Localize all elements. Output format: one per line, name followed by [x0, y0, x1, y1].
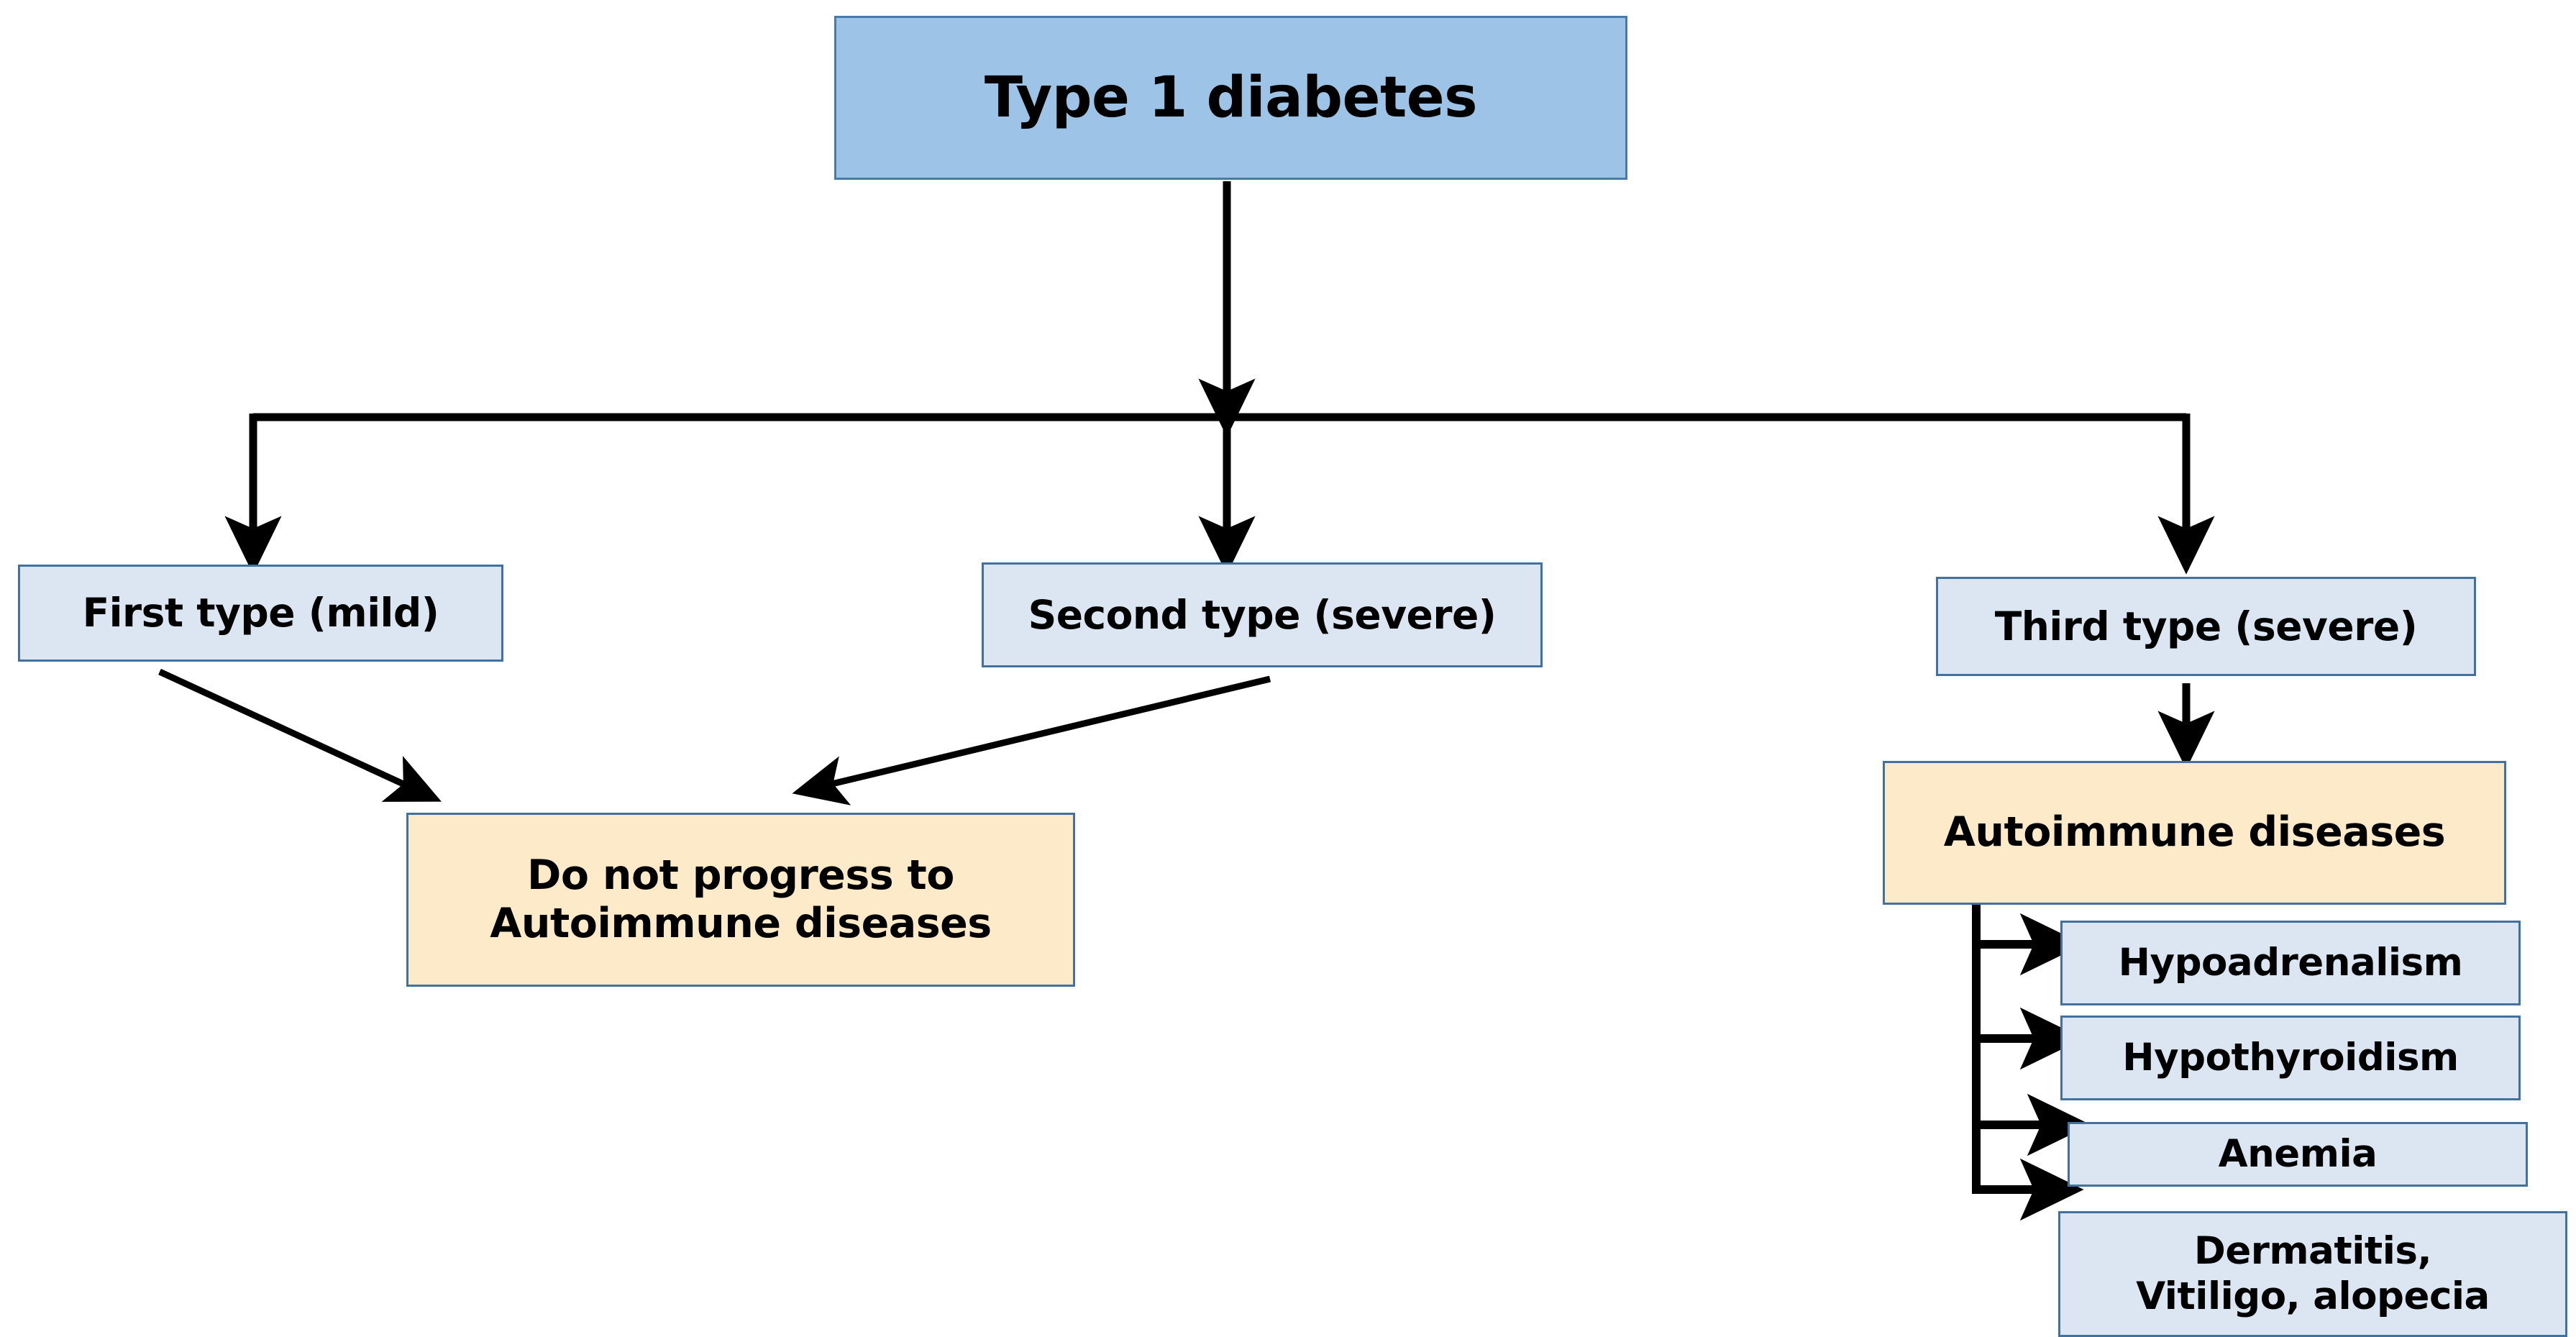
node-dermatitis-vitiligo-alopecia[interactable]: Dermatitis, Vitiligo, alopecia [2058, 1211, 2567, 1337]
node-third-type[interactable]: Third type (severe) [1936, 577, 2476, 676]
node-do-not-progress[interactable]: Do not progress to Autoimmune diseases [406, 813, 1075, 987]
edge-first-type-to-no-progress [158, 668, 442, 802]
node-second-type[interactable]: Second type (severe) [982, 562, 1543, 667]
node-type-1-diabetes[interactable]: Type 1 diabetes [834, 16, 1627, 180]
node-hypoadrenalism[interactable]: Hypoadrenalism [2060, 921, 2521, 1005]
node-anemia[interactable]: Anemia [2068, 1122, 2528, 1187]
node-autoimmune-diseases[interactable]: Autoimmune diseases [1883, 761, 2506, 905]
edge-second-type-to-no-progress [792, 675, 1271, 806]
node-hypothyroidism[interactable]: Hypothyroidism [2060, 1016, 2521, 1100]
node-first-type[interactable]: First type (mild) [18, 565, 503, 662]
